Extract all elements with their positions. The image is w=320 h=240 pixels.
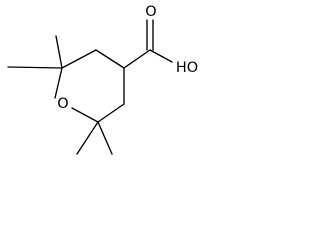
methyl-bonds bbox=[7, 35, 113, 155]
chemical-structure-canvas: O HO O bbox=[0, 0, 200, 168]
bond-c4-carboxyl-carbon bbox=[123, 49, 151, 69]
methyl-bond-c6-lower-left bbox=[76, 121, 99, 155]
ring-oxygen-label: O bbox=[57, 96, 68, 112]
methyl-bond-c6-lower-right bbox=[97, 121, 113, 155]
bond-carboxyl-carbon-hydroxyl bbox=[149, 49, 173, 63]
bond-c5-c6 bbox=[97, 103, 125, 123]
bond-c6-oxygen bbox=[71, 107, 99, 123]
bond-oxygen-c2 bbox=[54, 67, 63, 99]
molecular-structure-diagram: O HO O bbox=[7, 4, 198, 155]
bond-c3-c4 bbox=[95, 49, 125, 69]
bond-c2-c3 bbox=[61, 49, 97, 69]
methyl-bond-c2-left bbox=[7, 66, 63, 69]
carbonyl-oxygen-label: O bbox=[145, 4, 156, 20]
hydroxyl-group-label: HO bbox=[176, 60, 198, 76]
atom-labels: O HO O bbox=[57, 4, 198, 112]
carboxylic-acid-bonds bbox=[123, 19, 173, 69]
methyl-bond-c2-upper bbox=[55, 35, 63, 69]
ring-bonds bbox=[54, 49, 125, 123]
